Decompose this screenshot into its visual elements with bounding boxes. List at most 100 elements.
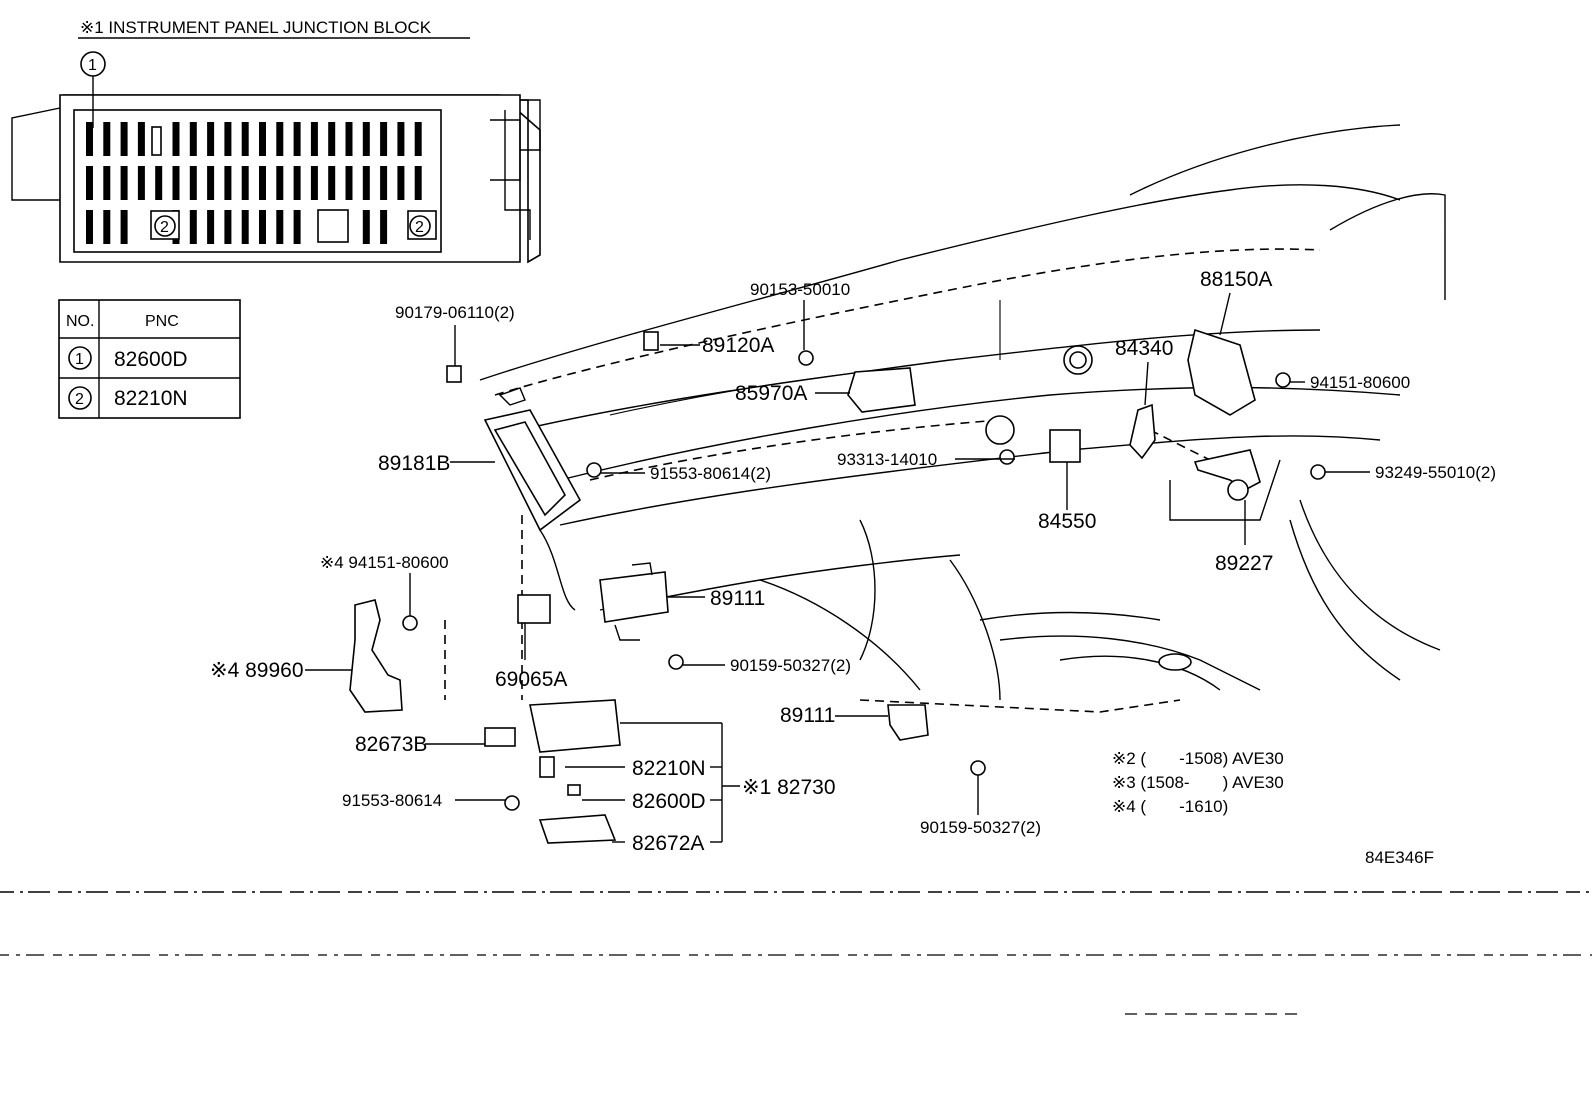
junction-block-drawing: 2 2 1 (11, 51, 541, 264)
fuse-slot (259, 210, 266, 244)
fuse-slot (362, 210, 370, 244)
fuse-slot (86, 210, 93, 244)
fuse-slot (293, 210, 301, 244)
fuse-slot (380, 122, 388, 156)
fuse-slot (241, 166, 249, 200)
fuse-slot (120, 166, 128, 200)
module-89181b-sketch (483, 387, 582, 532)
sensor-84340-sketch (1129, 403, 1156, 460)
applicability-notes: ※2 ( -1508) AVE30 ※3 (1508- ) AVE30 ※4 (… (1112, 749, 1284, 816)
fuse-slot (86, 122, 93, 156)
slot-callout-2a: 2 (160, 219, 169, 236)
fuse-slot (224, 122, 232, 156)
fuse-slot (397, 166, 405, 200)
label-82673b: 82673B (355, 733, 427, 756)
label-88150a: 88150A (1200, 268, 1272, 291)
label-82730: ※1 82730 (742, 776, 836, 799)
fuse-slot (207, 122, 215, 156)
slot-callout-2b: 2 (415, 219, 424, 236)
label-84340: 84340 (1115, 337, 1173, 360)
fuse-slot (189, 122, 197, 156)
bracket-84550-sketch (1049, 429, 1081, 463)
fuse-slot (103, 122, 111, 156)
label-89181b: 89181B (378, 452, 450, 475)
fuse-slot (328, 122, 336, 156)
fuse-slot (293, 122, 301, 156)
note-3: ※3 (1508- ) AVE30 (1112, 773, 1284, 792)
note-4: ※4 ( -1610) (1112, 797, 1228, 816)
table-row-1-no: 1 (75, 351, 84, 368)
label-89227: 89227 (1215, 552, 1273, 575)
fuse-slot (103, 210, 111, 244)
fuse-slot (259, 166, 266, 200)
label-90179-06110: 90179-06110(2) (395, 303, 515, 322)
note-2: ※2 ( -1508) AVE30 (1112, 749, 1284, 768)
fuse-slot (189, 166, 197, 200)
table-row-2-no: 2 (75, 391, 84, 408)
module-89111-sketch (599, 562, 669, 641)
slot-callout-1: 1 (88, 57, 97, 74)
label-84550: 84550 (1038, 510, 1096, 533)
table-row-2-pnc: 82210N (114, 387, 188, 410)
fuse-slot (310, 166, 318, 200)
fuse-slot (137, 122, 145, 156)
label-91553-80614-2: 91553-80614(2) (650, 464, 771, 483)
fuse-slot (241, 122, 249, 156)
fuse-slot (362, 166, 370, 200)
label-89111-lower: 89111 (780, 704, 835, 727)
label-91553-80614: 91553-80614 (342, 791, 442, 810)
fuse-slot (345, 166, 353, 200)
fuse-slot (276, 166, 284, 200)
fuse-slot (86, 166, 93, 200)
fuse-slot (224, 166, 232, 200)
fuse-slot (241, 210, 249, 244)
fuse-slot (397, 122, 405, 156)
fuse-slot (172, 122, 180, 156)
fuse-slot (259, 122, 266, 156)
fuse-slot (207, 166, 215, 200)
scan-artifact-lines (0, 891, 1592, 1015)
label-90159-50327-b: 90159-50327(2) (920, 818, 1041, 837)
fuse-slot (310, 122, 318, 156)
fuse-slot (345, 122, 353, 156)
fuse-slot (189, 210, 197, 244)
fuse-slot (380, 166, 388, 200)
bracket-89227-sketch (1193, 449, 1261, 501)
bracket-89960-sketch (349, 599, 403, 713)
junction-block-82730-sketch (484, 699, 621, 844)
label-94151-80600-left: ※4 94151-80600 (320, 553, 449, 572)
label-89960: ※4 89960 (210, 659, 304, 682)
fuse-slot (276, 210, 284, 244)
bracket-69065a-sketch (517, 594, 551, 624)
label-82210n: 82210N (632, 757, 706, 780)
fuse-slot (380, 210, 388, 244)
fuse-slot (103, 166, 111, 200)
sensor-85970a-sketch (847, 367, 916, 413)
fuse-slot (172, 166, 180, 200)
label-85970a: 85970A (735, 382, 807, 405)
label-90159-50327-a: 90159-50327(2) (730, 656, 851, 675)
fuse-slot (155, 166, 163, 200)
label-82600d: 82600D (632, 790, 706, 813)
pnc-table: NO. PNC 1 82600D 2 82210N (58, 299, 241, 419)
label-93313-14010: 93313-14010 (837, 450, 937, 469)
fuse-slot (224, 210, 232, 244)
diagram-code: 84E346F (1365, 848, 1434, 867)
bracket-88150a-sketch (1187, 328, 1256, 416)
leader-lines (305, 292, 1370, 843)
fuse-slot (328, 166, 336, 200)
label-89120a: 89120A (702, 334, 774, 357)
fuse-slot (362, 122, 370, 156)
fuse-slot (137, 166, 145, 200)
fuse-slot (120, 122, 128, 156)
label-82672a: 82672A (632, 832, 704, 855)
label-93249-55010: 93249-55010(2) (1375, 463, 1496, 482)
fuse-slot (293, 166, 301, 200)
fuse-slot (414, 122, 422, 156)
fuse-slot (207, 210, 215, 244)
table-header-no: NO. (66, 313, 94, 330)
table-row-1-pnc: 82600D (114, 348, 188, 371)
part-labels: 90179-06110(2) 90153-50010 89120A 85970A… (210, 268, 1496, 855)
junction-block-title: ※1 INSTRUMENT PANEL JUNCTION BLOCK (80, 18, 432, 37)
